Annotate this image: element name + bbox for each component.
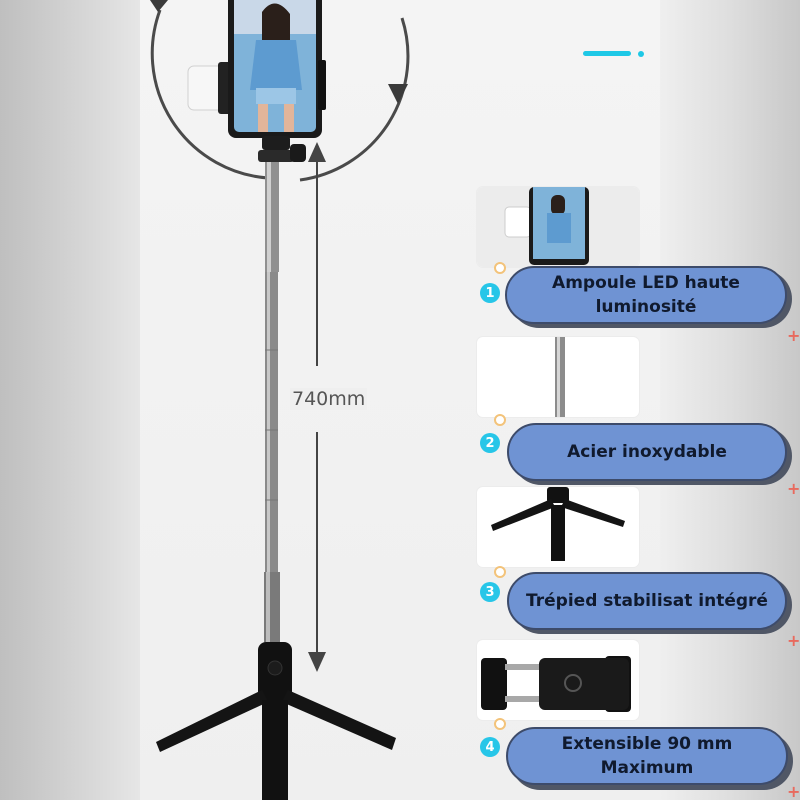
step-marker	[494, 566, 506, 578]
background-left	[0, 0, 140, 800]
feature-number-badge: 2	[480, 433, 500, 453]
accent-line	[583, 51, 631, 56]
plus-icon: +	[787, 631, 800, 650]
step-marker	[494, 262, 506, 274]
feature-label: Ampoule LED haute luminosité	[552, 273, 740, 317]
plus-icon: +	[787, 782, 800, 800]
accent-dot	[638, 51, 644, 57]
phone	[228, 0, 322, 138]
feature-pill-tripod: Trépied stabilisat intégré	[507, 572, 787, 630]
step-marker	[494, 414, 506, 426]
dimension-arrow-icon	[308, 142, 326, 672]
background-right	[660, 0, 800, 800]
plus-icon: +	[787, 479, 800, 498]
plus-icon: +	[787, 326, 800, 345]
feature-pill-led: Ampoule LED haute luminosité	[505, 266, 787, 324]
step-marker	[494, 718, 506, 730]
feature-number-badge: 1	[480, 283, 500, 303]
feature-label: Trépied stabilisat intégré	[526, 591, 768, 611]
feature-number-badge: 3	[480, 582, 500, 602]
feature-number-badge: 4	[480, 737, 500, 757]
thumbnail-tripod	[477, 487, 639, 567]
feature-label: Extensible 90 mm Maximum	[561, 734, 733, 778]
feature-pill-steel: Acier inoxydable	[507, 423, 787, 481]
thumbnail-clamp	[477, 640, 639, 720]
length-label: 740mm	[290, 388, 368, 410]
thumbnail-steel	[477, 337, 639, 417]
thumbnail-led	[477, 187, 639, 267]
feature-pill-extensible: Extensible 90 mm Maximum	[506, 727, 788, 785]
feature-label: Acier inoxydable	[567, 442, 727, 462]
rotation-arrow-icon	[150, 0, 410, 182]
